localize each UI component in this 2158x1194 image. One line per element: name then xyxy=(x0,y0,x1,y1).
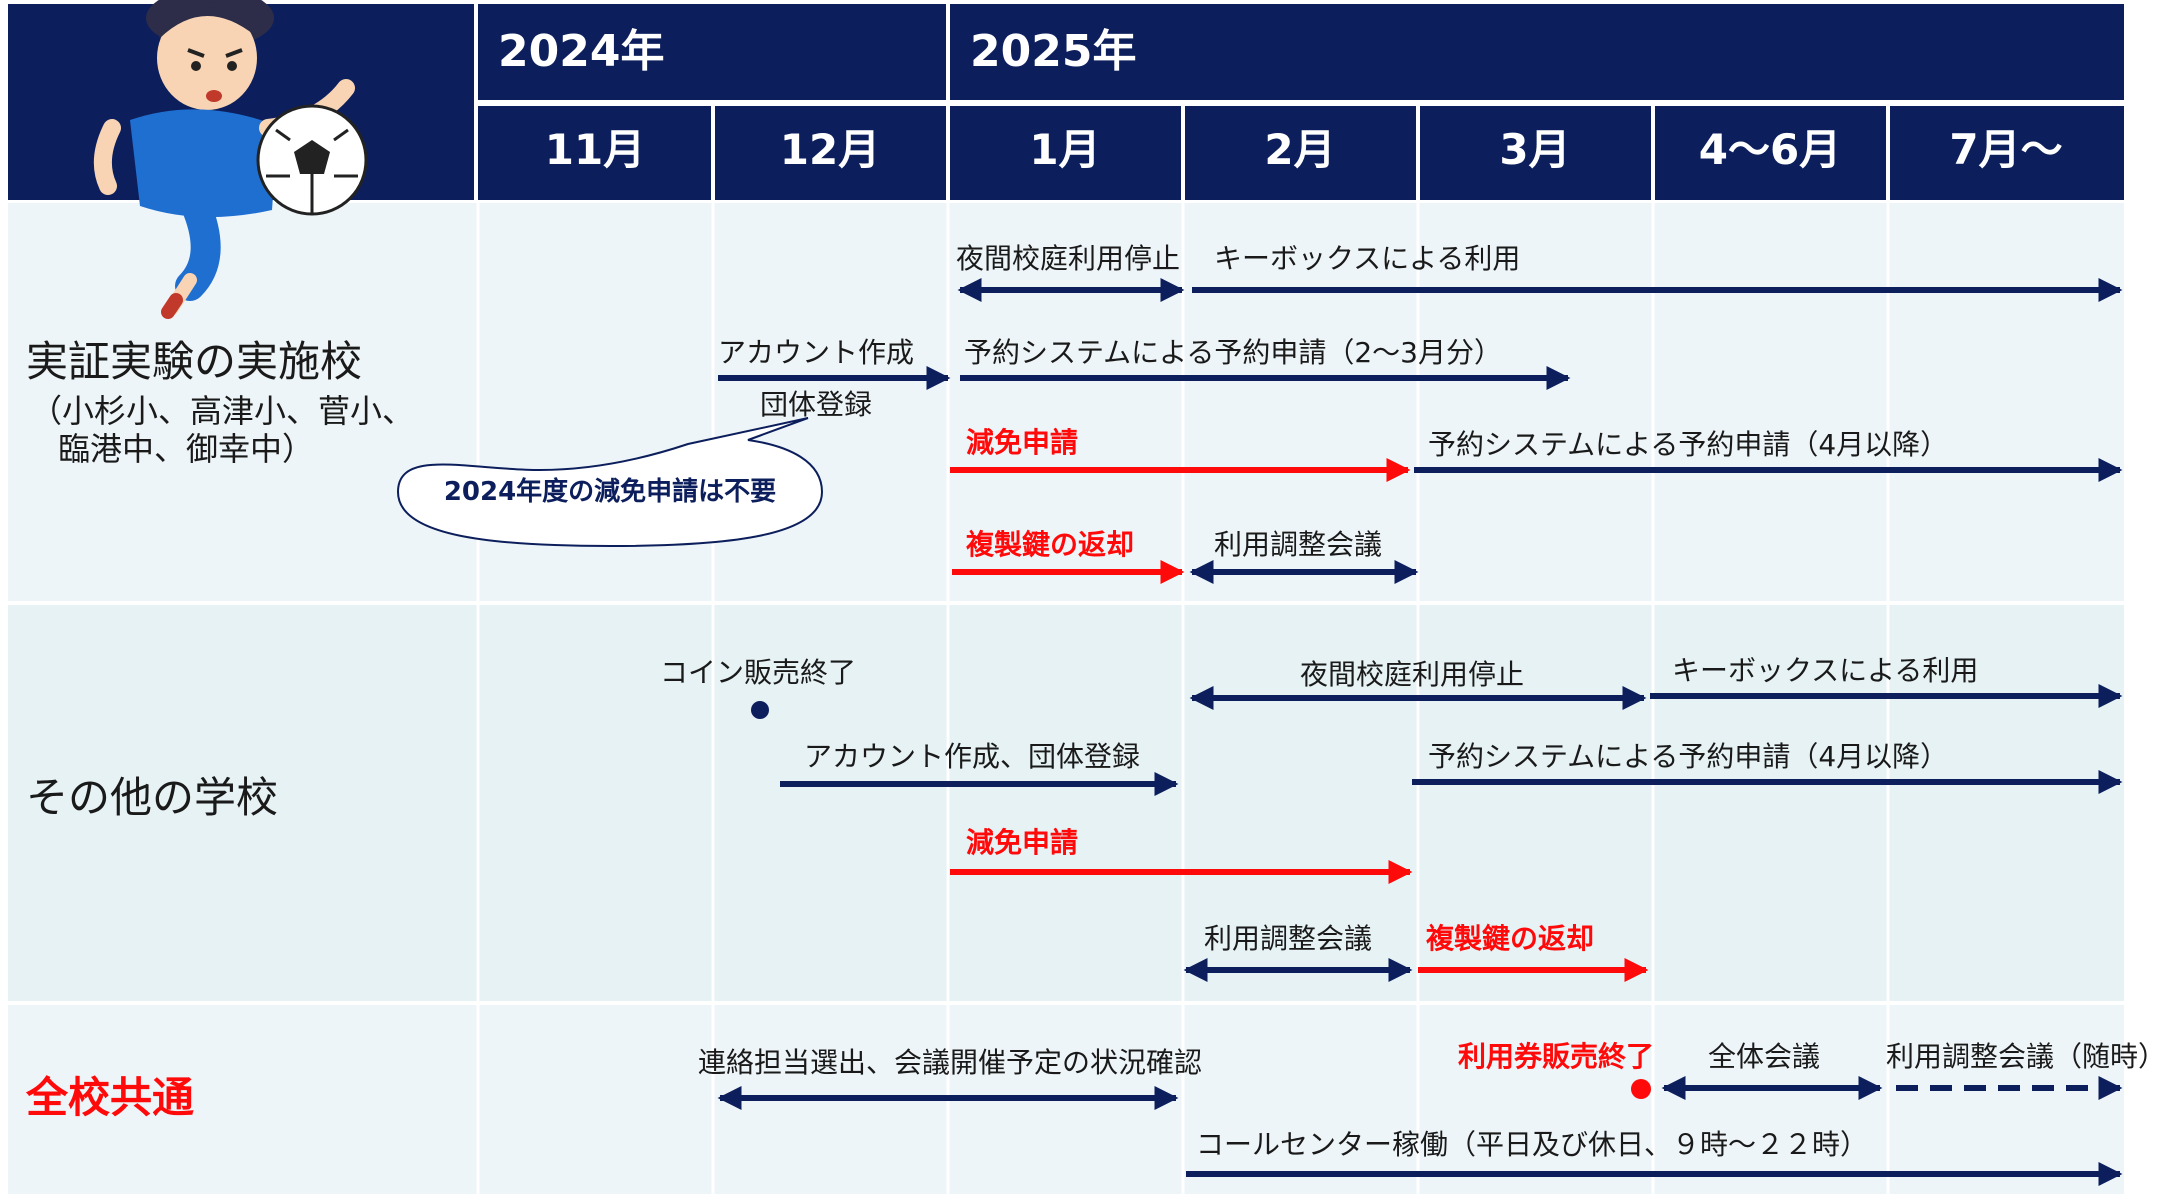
row-bg-pilot xyxy=(8,203,2124,601)
month-nov: 11月 xyxy=(545,125,645,174)
label-other-night-stop: 夜間校庭利用停止 xyxy=(1300,658,1524,691)
label-night-stop: 夜間校庭利用停止 xyxy=(956,242,1180,275)
label-coin-end: コイン販売終了 xyxy=(660,656,856,689)
month-mar: 3月 xyxy=(1499,125,1570,174)
month-jan: 1月 xyxy=(1029,125,1100,174)
month-apr-jun: 4〜6月 xyxy=(1699,125,1841,174)
soccer-player-illustration xyxy=(93,0,368,319)
row-title-other: その他の学校 xyxy=(26,773,278,822)
label-group: 団体登録 xyxy=(760,388,872,421)
month-cell-feb xyxy=(1185,106,1416,200)
label-general-meeting: 全体会議 xyxy=(1708,1040,1820,1073)
label-key-return: 複製鍵の返却 xyxy=(966,528,1134,561)
label-other-exemption: 減免申請 xyxy=(966,826,1078,859)
row-title-pilot: 実証実験の実施校 xyxy=(26,337,362,386)
label-reserve-feb-mar: 予約システムによる予約申請（2〜3月分） xyxy=(964,336,1502,369)
label-exemption: 減免申請 xyxy=(966,426,1078,459)
callout-bubble xyxy=(396,417,824,548)
other-row-items: コイン販売終了 夜間校庭利用停止 キーボックスによる利用 アカウント作成、団体登… xyxy=(660,654,2123,982)
label-keybox: キーボックスによる利用 xyxy=(1214,242,1520,275)
label-coord-anytime: 利用調整会議（随時） xyxy=(1886,1040,2158,1073)
month-cell-jan xyxy=(950,106,1181,200)
year-2025: 2025年 xyxy=(970,26,1136,77)
label-call-center: コールセンター稼働（平日及び休日、９時〜２２時） xyxy=(1196,1128,1868,1161)
year-cell-2025 xyxy=(950,4,2124,100)
year-cell-2024 xyxy=(478,4,946,100)
month-header-row: 11月 12月 1月 2月 3月 4〜6月 7月〜 xyxy=(478,106,2124,200)
month-jul: 7月〜 xyxy=(1949,125,2062,174)
label-other-keybox: キーボックスによる利用 xyxy=(1672,654,1978,687)
row-subtitle-pilot-2: 臨港中、御幸中） xyxy=(58,430,314,468)
coin-end-dot xyxy=(751,701,769,719)
month-dec: 12月 xyxy=(780,125,880,174)
month-feb: 2月 xyxy=(1264,125,1335,174)
label-other-coord: 利用調整会議 xyxy=(1204,922,1372,955)
label-account: アカウント作成 xyxy=(718,336,914,369)
year-2024: 2024年 xyxy=(498,26,664,77)
month-cell-jul xyxy=(1890,106,2124,200)
label-contact: 連絡担当選出、会議開催予定の状況確認 xyxy=(698,1046,1202,1079)
label-other-key-return: 複製鍵の返却 xyxy=(1426,922,1594,955)
month-cell-nov xyxy=(478,106,711,200)
row-subtitle-pilot-1: （小杉小、高津小、菅小、 xyxy=(30,392,414,430)
label-coord: 利用調整会議 xyxy=(1214,528,1382,561)
row-title-all: 全校共通 xyxy=(25,1073,194,1122)
month-cell-dec xyxy=(715,106,946,200)
month-cell-apr-jun xyxy=(1655,106,1886,200)
label-other-reserve-apr: 予約システムによる予約申請（4月以降） xyxy=(1428,740,1948,773)
month-cell-mar xyxy=(1420,106,1651,200)
label-reserve-apr: 予約システムによる予約申請（4月以降） xyxy=(1428,428,1948,461)
pilot-row-items: 夜間校庭利用停止 キーボックスによる利用 アカウント作成 団体登録 予約システム… xyxy=(396,242,2123,584)
ticket-end-dot xyxy=(1631,1079,1651,1099)
callout-text: 2024年度の減免申請は不要 xyxy=(444,476,776,507)
all-row-items: 連絡担当選出、会議開催予定の状況確認 利用券販売終了 全体会議 利用調整会議（随… xyxy=(698,1040,2158,1186)
label-ticket-end: 利用券販売終了 xyxy=(1458,1040,1654,1073)
row-bg-other xyxy=(8,605,2124,1001)
label-other-account: アカウント作成、団体登録 xyxy=(804,740,1140,773)
